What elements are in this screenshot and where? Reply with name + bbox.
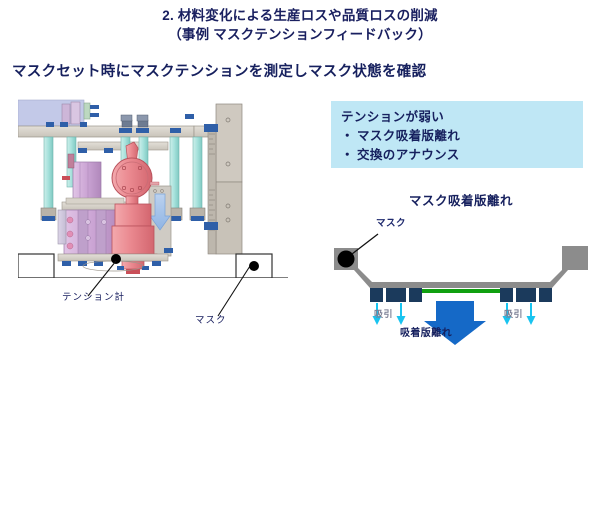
schematic-label-suction-right: 吸引 [504,309,524,319]
info-box-bullet-2-label: 交換のアナウンス [357,148,460,162]
mask-green-strip [422,289,500,293]
detach-arrow-icon [424,301,486,345]
suction-plate-blocks [370,288,552,302]
machine-top-beam [18,125,215,138]
schematic-svg [334,233,588,345]
schematic-title: マスク吸着版離れ [408,194,513,208]
machine-top-fittings [46,101,194,133]
machine-figure [18,98,288,317]
down-arrow-icon [149,193,171,231]
suction-arrow-2 [396,303,406,325]
schematic-label-suction-left: 吸引 [374,309,394,319]
suction-arrow-4 [526,303,536,325]
tension-weak-info-box: テンションが弱い ・マスク吸着版離れ ・交換のアナウンス [331,101,583,168]
machine-floor-boxes [18,253,288,278]
mask-marker-dot [249,261,259,271]
schematic-label-mask: マスク [376,218,407,229]
label-mask-machine: マスク [195,315,227,326]
page-title: 2. 材料変化による生産ロスや品質ロスの削減 （事例 マスクテンションフィードバ… [0,6,600,44]
info-box-bullet-2: ・交換のアナウンス [341,144,460,163]
info-box-bullet-1-label: マスク吸着版離れ [357,129,461,143]
info-box-title: テンションが弱い [341,110,445,124]
bullet-marker-icon: ・ [341,148,354,162]
subheading: マスクセット時にマスクテンションを測定しマスク状態を確認 [12,64,427,80]
machine-vertical-slider [148,185,172,257]
mask-leader-line [351,233,379,255]
mask-sheet-profile [354,264,568,288]
mask-detach-schematic: マスク吸着版離れ [330,190,592,350]
machine-pneumatic-cylinder [62,153,102,203]
page-title-line1: 2. 材料変化による生産ロスや品質ロスの削減 [162,8,438,23]
machine-scale-column [204,103,243,255]
bullet-marker-icon: ・ [341,129,354,143]
tension-meter-dot [111,254,121,264]
suction-arrows [372,303,536,325]
machine-leader-lines [87,254,251,317]
suction-arrow-3 [502,303,512,325]
info-box-bullet-1: ・マスク吸着版離れ [341,125,460,144]
mask-dot-icon [337,250,355,268]
page-title-line2: （事例 マスクテンションフィードバック） [168,27,432,42]
schematic-label-detach: 吸着版離れ [400,328,452,339]
label-tension-meter: テンション計 [62,292,126,303]
suction-arrow-1 [372,303,382,325]
mask-frame-profile [334,246,588,288]
machine-diagram-svg [18,99,288,278]
